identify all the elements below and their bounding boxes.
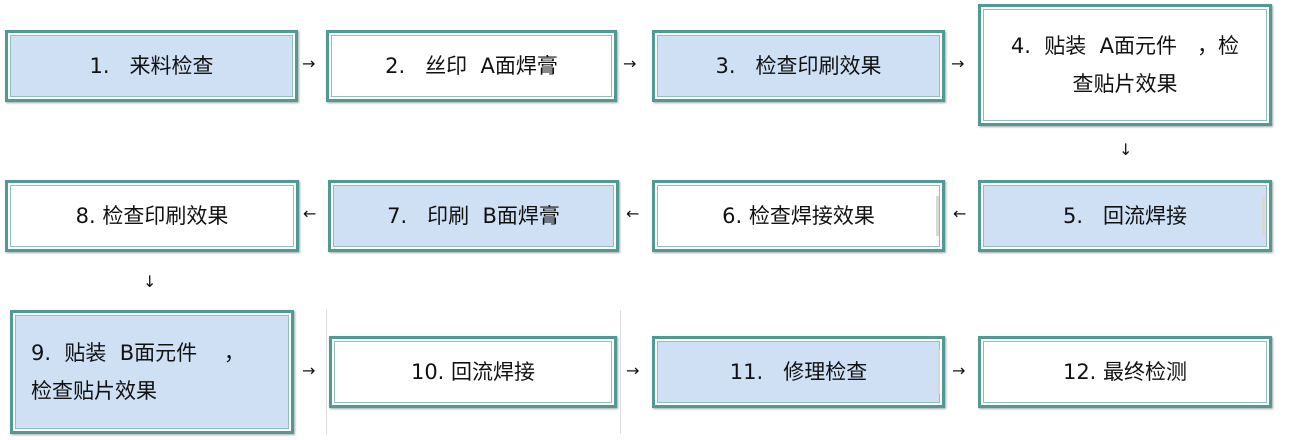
step-12-box: 12. 最终检测: [978, 336, 1272, 408]
step-12-label: 12. 最终检测: [1062, 360, 1188, 384]
arrow-6-to-7: ←: [626, 204, 640, 223]
step-1-label: 1. 来料检查: [89, 54, 214, 78]
arrow-8-to-9: ↓: [143, 272, 157, 291]
step-6-box: 6. 检查焊接效果: [652, 180, 945, 252]
step-4-label: 4. 贴装 A面元件 ，检 查贴片效果: [1010, 34, 1240, 96]
step-1-box: 1. 来料检查: [5, 30, 298, 102]
arrow-7-to-8: ←: [303, 204, 317, 223]
arrow-9-to-10: →: [302, 361, 316, 380]
step-8-box: 8. 检查印刷效果: [5, 180, 299, 252]
arrow-2-to-3: →: [623, 54, 637, 73]
step-4-box: 4. 贴装 A面元件 ，检 查贴片效果: [978, 4, 1272, 126]
step-9-box: 9. 贴装 B面元件 ， 检查贴片效果: [10, 310, 294, 434]
arrow-11-to-12: →: [952, 361, 966, 380]
arrow-5-to-6: ←: [953, 204, 967, 223]
arrow-10-to-11: →: [626, 361, 640, 380]
step-7-box: 7. 印刷 B面焊膏: [328, 180, 619, 252]
step-2-box: 2. 丝印 A面焊膏: [326, 30, 617, 102]
step-2-label: 2. 丝印 A面焊膏: [385, 54, 558, 78]
step-6-label: 6. 检查焊接效果: [722, 204, 875, 228]
step-11-box: 11. 修理检查: [652, 336, 945, 408]
step-6-edge-bar: [936, 196, 939, 236]
arrow-3-to-4: →: [951, 54, 965, 73]
step-5-box: 5. 回流焊接: [978, 180, 1272, 252]
step-5-edge-bar: [1262, 196, 1265, 236]
step-3-box: 3. 检查印刷效果: [652, 30, 945, 102]
step-11-label: 11. 修理检查: [729, 360, 868, 384]
step-10-label: 10. 回流焊接: [410, 360, 536, 384]
step-5-label: 5. 回流焊接: [1062, 204, 1188, 228]
step-10-box: 10. 回流焊接: [329, 336, 617, 408]
step-7-label: 7. 印刷 B面焊膏: [387, 204, 560, 228]
step-11-edge-bar: [937, 350, 940, 394]
arrow-4-to-5: ↓: [1119, 140, 1133, 159]
step-8-label: 8. 检查印刷效果: [75, 204, 229, 228]
step-10-frame-line-left: [326, 310, 327, 434]
arrow-1-to-2: →: [302, 54, 316, 73]
step-9-label: 9. 贴装 B面元件 ， 检查贴片效果: [31, 341, 245, 403]
step-10-frame-line-right: [620, 310, 621, 434]
step-3-label: 3. 检查印刷效果: [715, 54, 882, 78]
